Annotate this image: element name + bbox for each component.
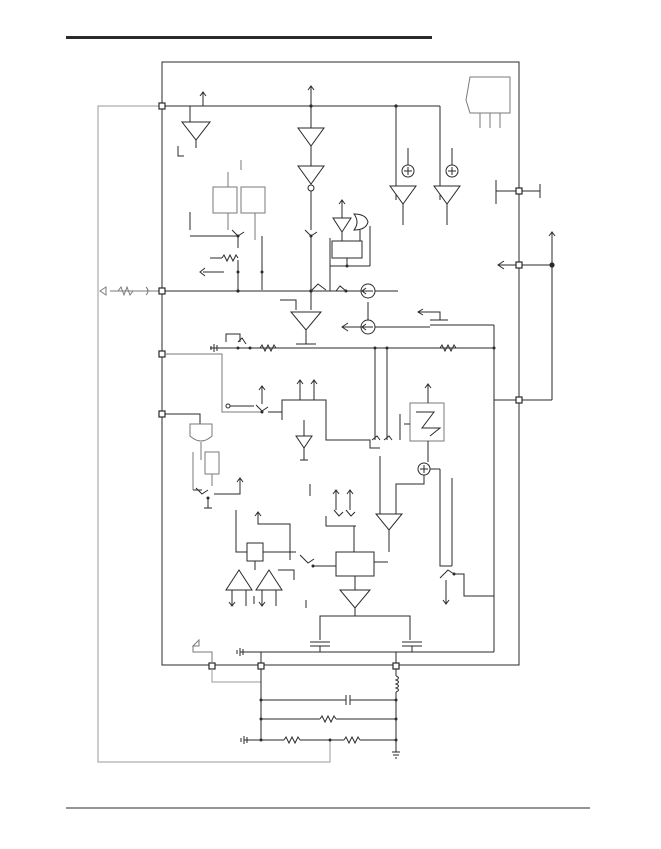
op-amp-1 [177,121,212,157]
current-source-1 [335,283,398,299]
pin-right-2 [515,261,523,269]
switch-2 [310,283,330,292]
pin-left-2 [158,287,166,295]
logic-bracket [281,379,380,461]
switch-array-3 [371,348,393,441]
summing-amp-1 [389,148,417,225]
mosfet-1 [296,340,330,349]
logic-block-2 [330,199,371,268]
pin-bottom-3 [392,662,400,670]
switch-array-4 [309,484,356,527]
pin-right-1 [515,187,523,195]
pin-left-3-wire [165,353,282,414]
pin-left-4 [158,410,166,418]
pin-left-3 [158,350,166,358]
top-bus [165,85,441,200]
pin-right-1-ext [495,180,541,204]
pin-bottom-1 [208,662,216,670]
op-amp-pair [225,510,296,607]
summing-amp-2 [433,148,461,225]
resistor-divider-left [199,253,264,290]
pin-bottom-2 [257,662,265,670]
switch-5 [439,478,494,605]
buffer-op-amp [280,291,323,340]
comparator-1 [374,456,404,552]
op-amp-2 [297,127,325,230]
current-source-2 [341,302,430,335]
ground-marker [191,638,213,663]
external-feedback-wires [97,105,331,763]
pin-left-1 [158,102,166,110]
header-rule [66,36,432,39]
mosfet-2 [417,308,494,326]
gate-driver [305,576,411,640]
switch-array-1 [304,229,331,291]
ic-outline [161,61,520,666]
ramp-generator [399,383,445,462]
output-fets [236,600,495,663]
package-icon [465,76,511,128]
right-node-265 [497,231,556,401]
summing-junction-3 [395,462,452,567]
pin-left-4-logic [165,413,244,509]
logic-block-1 [189,160,266,290]
pin-right-3 [515,396,523,404]
external-passives [211,669,400,759]
logic-block-3 [254,511,388,577]
bus-348 [210,325,516,600]
